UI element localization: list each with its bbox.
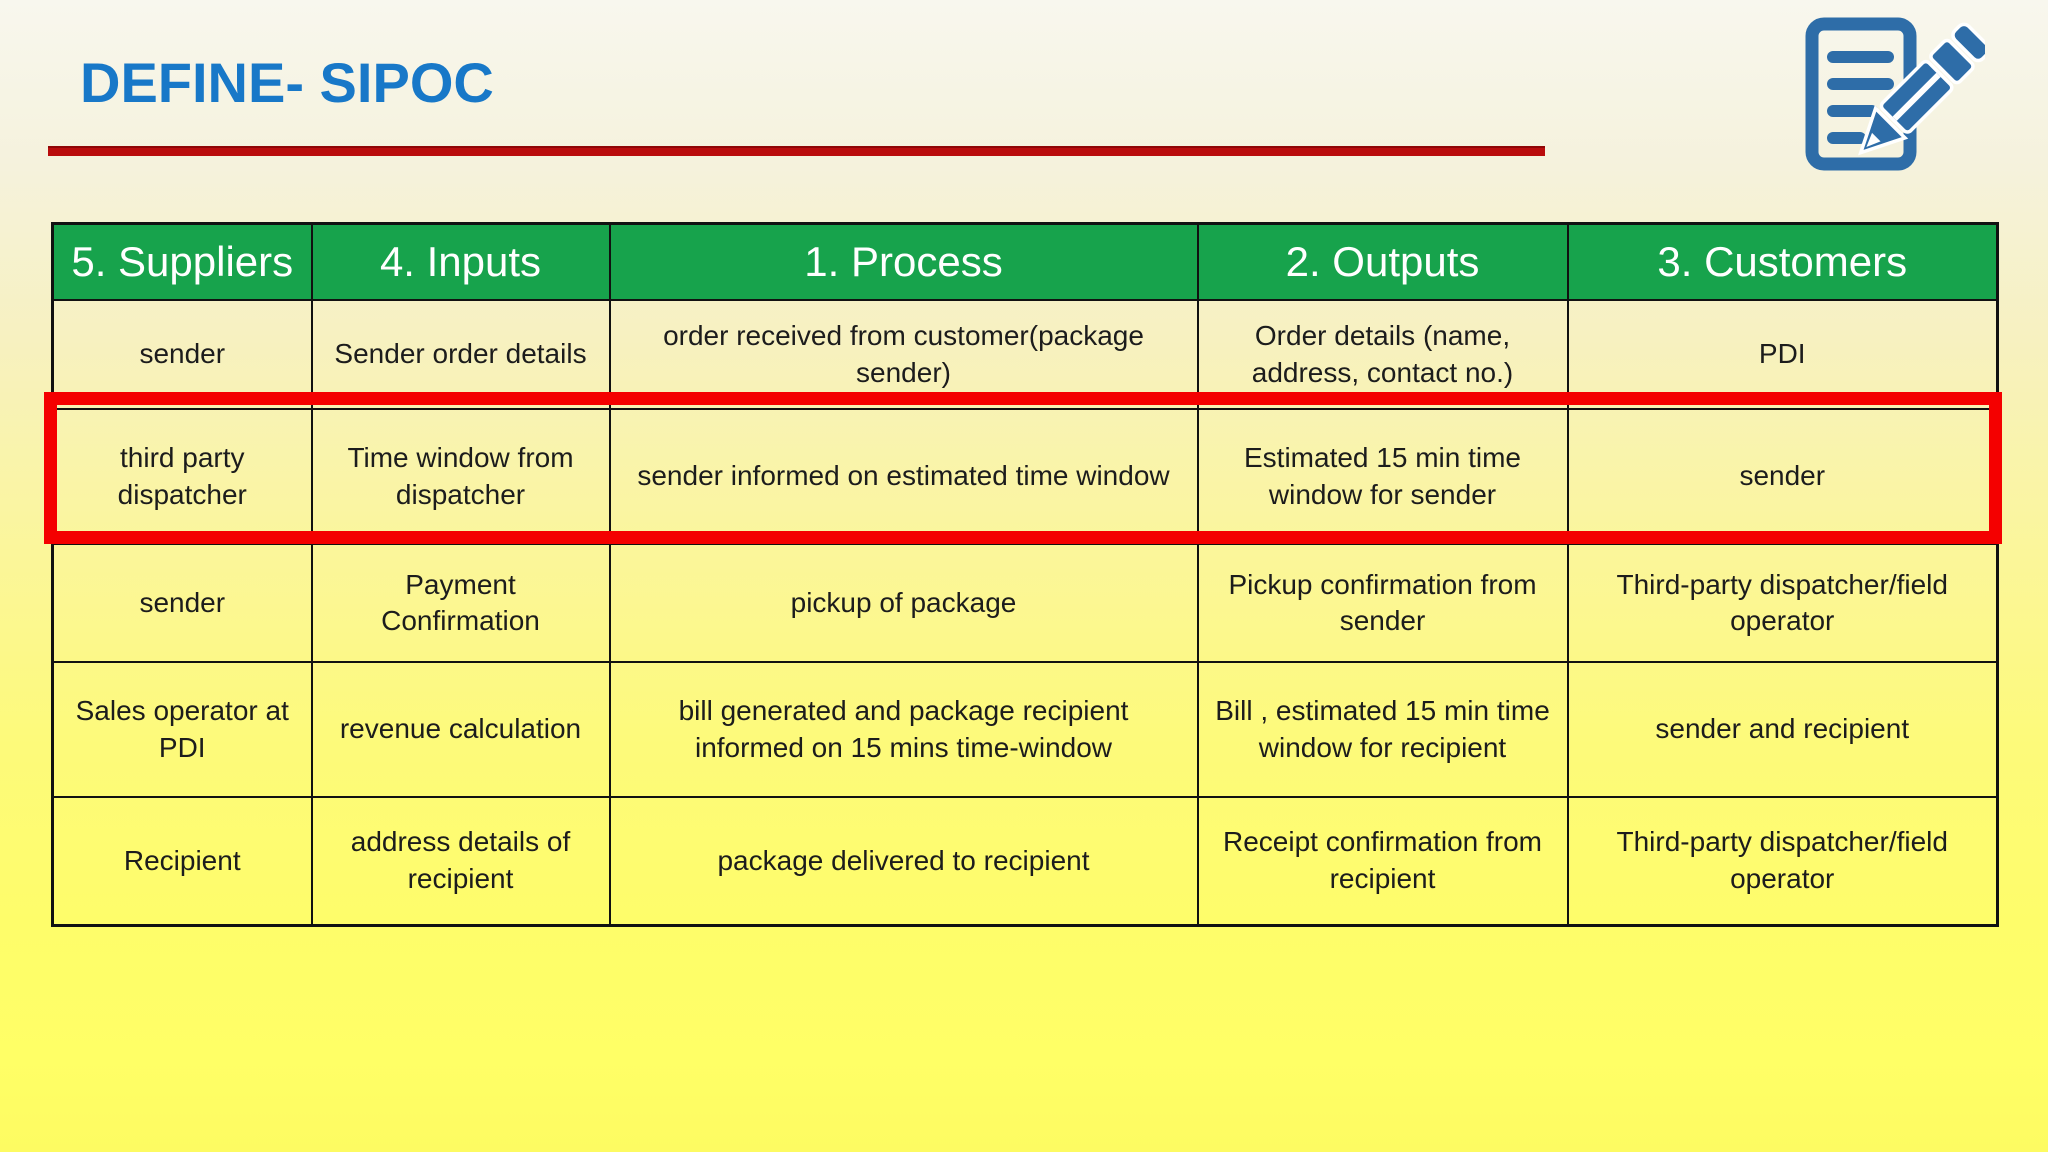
table-cell: Time window from dispatcher bbox=[310, 408, 611, 545]
table-cell: PDI bbox=[1566, 299, 1999, 410]
table-cell: Order details (name, address, contact no… bbox=[1196, 299, 1569, 410]
edit-document-pencil-icon bbox=[1800, 10, 1991, 178]
table-cell: Receipt confirmation from recipient bbox=[1196, 796, 1569, 926]
table-cell: address details of recipient bbox=[310, 796, 611, 926]
table-cell: Third-party dispatcher/field operator bbox=[1566, 543, 1999, 663]
table-cell: sender and recipient bbox=[1566, 661, 1999, 798]
pencil-icon bbox=[1858, 22, 1991, 156]
table-cell: Sales operator at PDI bbox=[51, 661, 313, 798]
table-row: Sales operator at PDI revenue calculatio… bbox=[51, 661, 1999, 798]
table-cell: sender bbox=[51, 543, 313, 663]
sipoc-table: 5. Suppliers 4. Inputs 1. Process 2. Out… bbox=[51, 222, 1999, 927]
table-cell: sender bbox=[51, 299, 313, 410]
table-row-highlighted: third party dispatcher Time window from … bbox=[51, 408, 1999, 545]
column-header-inputs: 4. Inputs bbox=[310, 222, 611, 301]
table-cell: bill generated and package recipient inf… bbox=[608, 661, 1199, 798]
column-header-customers: 3. Customers bbox=[1566, 222, 1999, 301]
table-cell: Recipient bbox=[51, 796, 313, 926]
table-cell: Estimated 15 min time window for sender bbox=[1196, 408, 1569, 545]
header-row: 5. Suppliers 4. Inputs 1. Process 2. Out… bbox=[51, 222, 1999, 301]
table-cell: package delivered to recipient bbox=[608, 796, 1199, 926]
table-cell: Sender order details bbox=[310, 299, 611, 410]
table-cell: pickup of package bbox=[608, 543, 1199, 663]
column-header-process: 1. Process bbox=[608, 222, 1199, 301]
title-underline bbox=[48, 146, 1545, 156]
page-title: DEFINE- SIPOC bbox=[80, 51, 494, 114]
table-cell: Payment Confirmation bbox=[310, 543, 611, 663]
table-cell: Pickup confirmation from sender bbox=[1196, 543, 1569, 663]
table-cell: Third-party dispatcher/field operator bbox=[1566, 796, 1999, 926]
table-row: sender Payment Confirmation pickup of pa… bbox=[51, 543, 1999, 663]
table-cell: third party dispatcher bbox=[51, 408, 313, 545]
table-cell: sender informed on estimated time window bbox=[608, 408, 1199, 545]
table-row: sender Sender order details order receiv… bbox=[51, 299, 1999, 410]
table-cell: order received from customer(package sen… bbox=[608, 299, 1199, 410]
column-header-suppliers: 5. Suppliers bbox=[51, 222, 313, 301]
table-cell: Bill , estimated 15 min time window for … bbox=[1196, 661, 1569, 798]
column-header-outputs: 2. Outputs bbox=[1196, 222, 1569, 301]
table-cell: sender bbox=[1566, 408, 1999, 545]
table-cell: revenue calculation bbox=[310, 661, 611, 798]
table-row: Recipient address details of recipient p… bbox=[51, 796, 1999, 926]
